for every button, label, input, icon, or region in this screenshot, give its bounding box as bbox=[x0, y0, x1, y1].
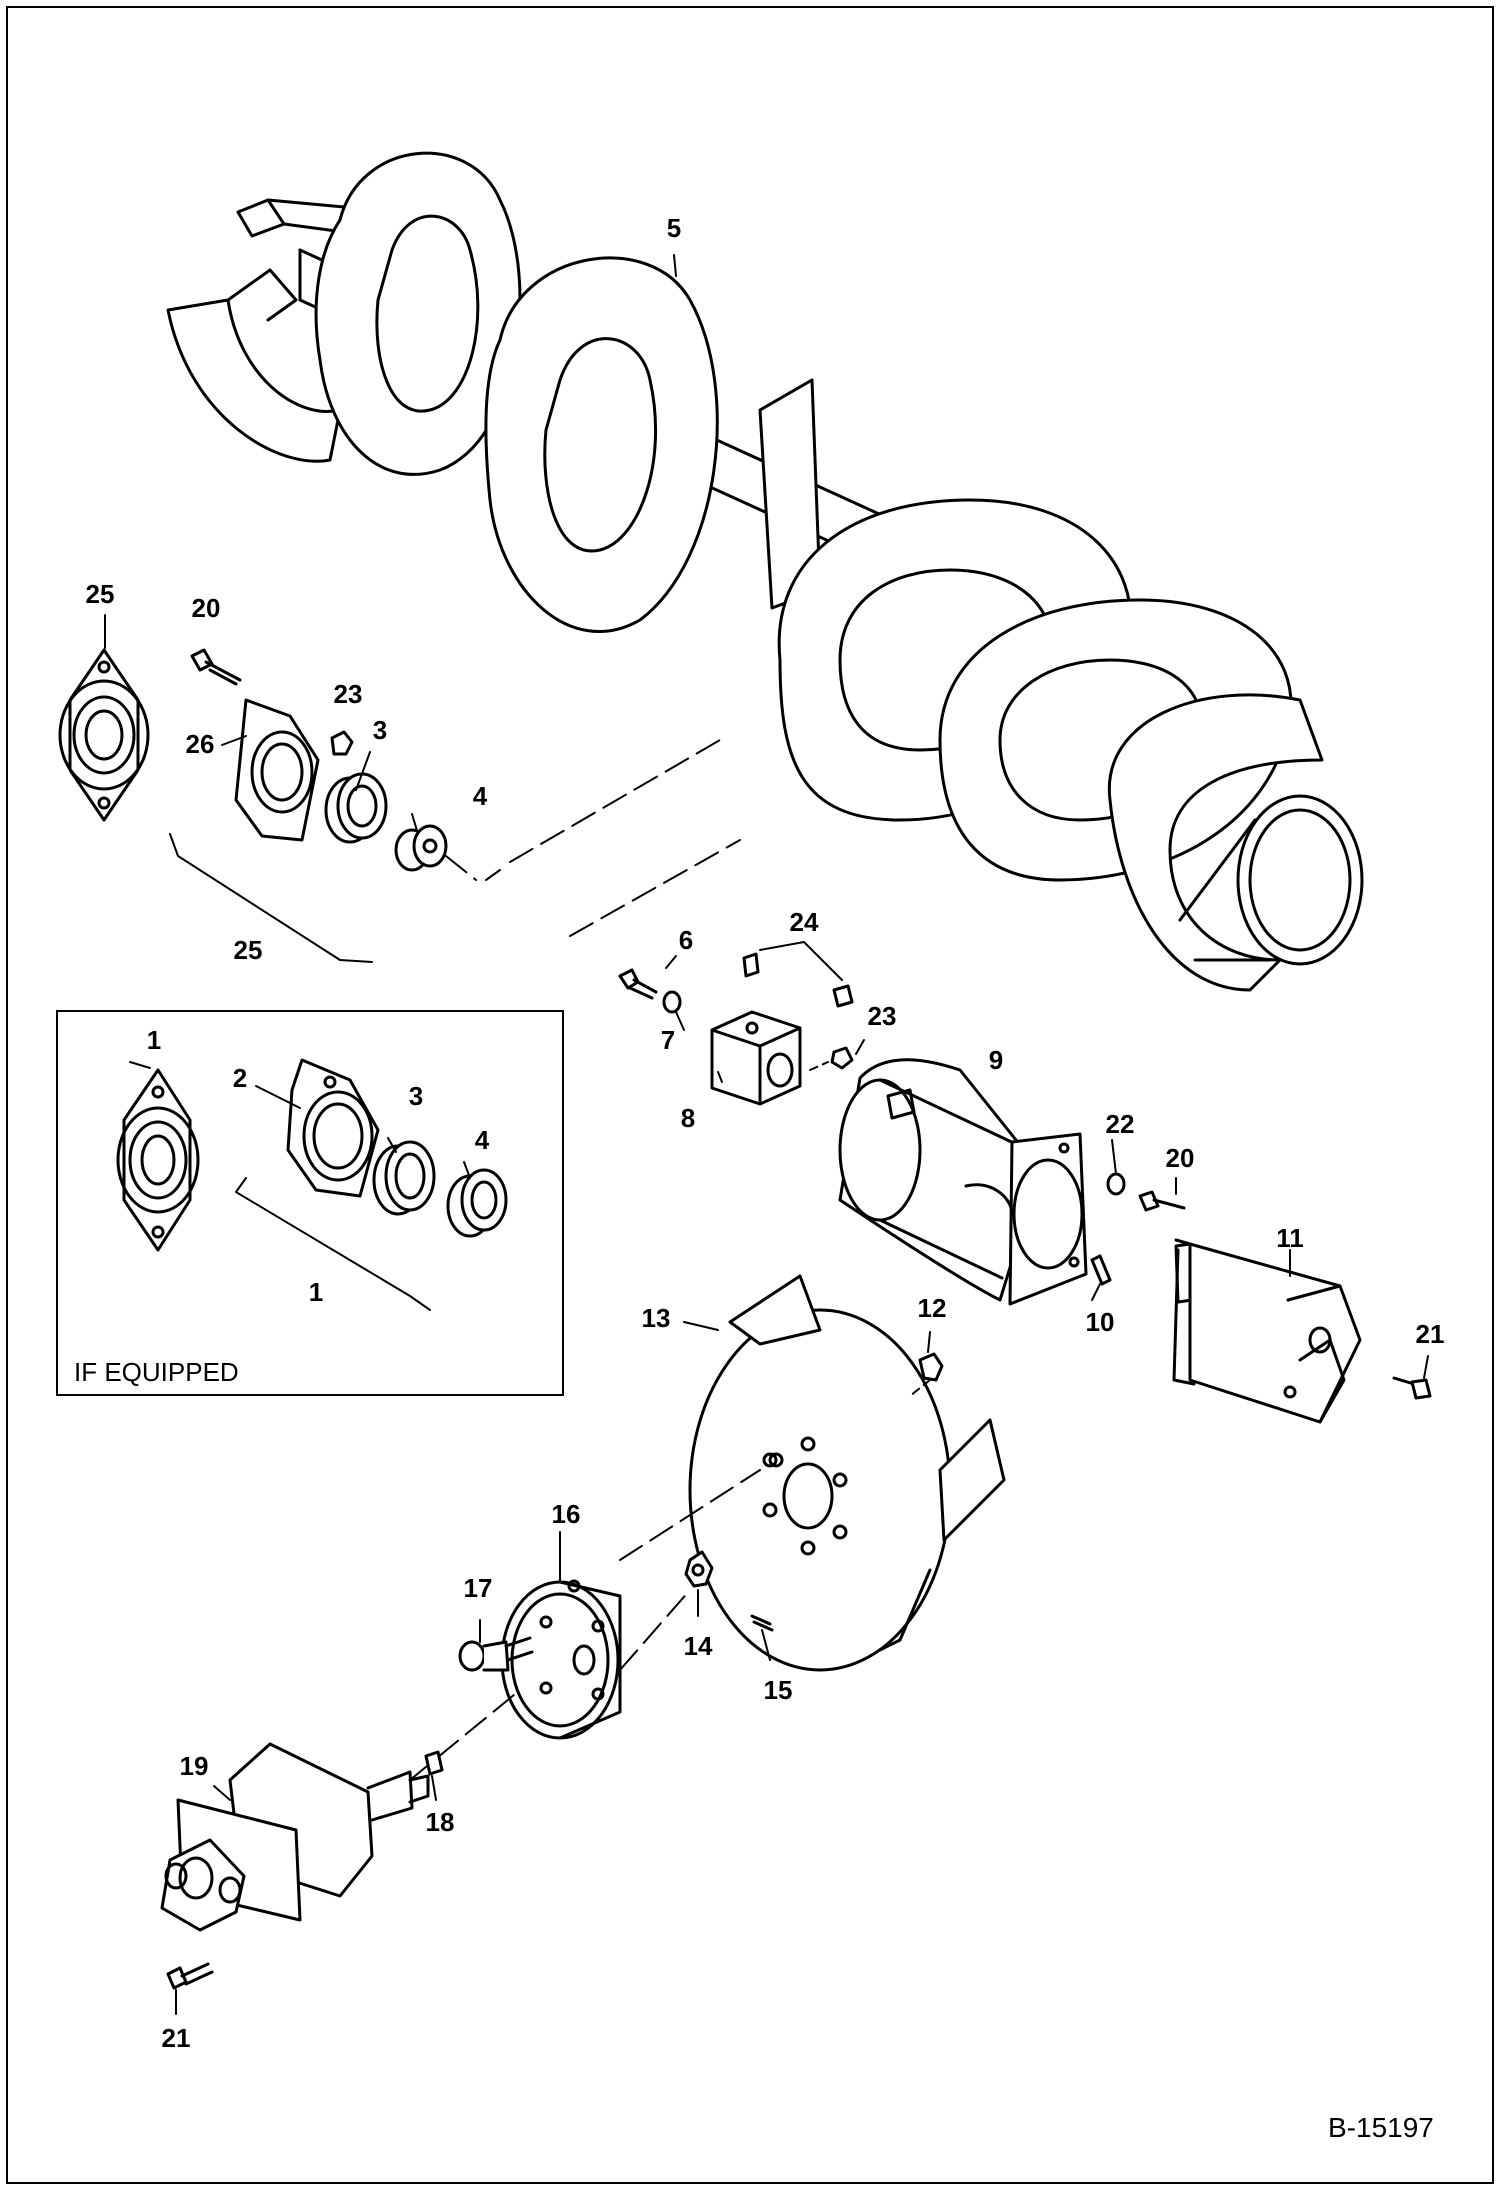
callout-6: 6 bbox=[678, 925, 694, 955]
callout-3-inset: 3 bbox=[408, 1081, 424, 1111]
callout-26: 26 bbox=[185, 729, 215, 759]
callout-20-top: 20 bbox=[191, 593, 221, 623]
callout-19: 19 bbox=[179, 1751, 209, 1781]
diagram-border bbox=[6, 6, 1494, 2184]
drawing-number: B-15197 bbox=[1328, 2112, 1434, 2143]
callout-8: 8 bbox=[680, 1103, 696, 1133]
callout-16: 16 bbox=[551, 1499, 581, 1529]
callout-7: 7 bbox=[660, 1025, 676, 1055]
callout-21-right: 21 bbox=[1415, 1319, 1445, 1349]
callout-4-inset: 4 bbox=[474, 1125, 490, 1155]
callout-3-main: 3 bbox=[372, 715, 388, 745]
auger-assembly bbox=[166, 151, 1364, 992]
callout-23-mid: 23 bbox=[867, 1001, 897, 1031]
callout-22: 22 bbox=[1105, 1109, 1135, 1139]
callout-1-inset-flange: 1 bbox=[146, 1025, 162, 1055]
callout-2: 2 bbox=[232, 1063, 248, 1093]
left-bearing-group bbox=[58, 648, 721, 963]
drive-housing-group bbox=[838, 1058, 1432, 1424]
callout-18: 18 bbox=[425, 1807, 455, 1837]
callout-15: 15 bbox=[763, 1675, 793, 1705]
callout-12: 12 bbox=[917, 1293, 947, 1323]
callout-23-top: 23 bbox=[333, 679, 363, 709]
optional-parts-inset bbox=[56, 1010, 564, 1396]
callout-1-inset-bracket: 1 bbox=[308, 1277, 324, 1307]
callout-9: 9 bbox=[988, 1045, 1004, 1075]
callout-21-bottom: 21 bbox=[161, 2023, 191, 2053]
lower-drive-group bbox=[160, 1274, 1006, 1990]
callout-17: 17 bbox=[463, 1573, 493, 1603]
callout-14: 14 bbox=[683, 1631, 713, 1661]
coupler-group bbox=[569, 839, 854, 1106]
callout-5: 5 bbox=[666, 213, 682, 243]
inset-caption: IF EQUIPPED bbox=[74, 1357, 239, 1387]
callout-25-bracket: 25 bbox=[233, 935, 263, 965]
callout-11: 11 bbox=[1276, 1223, 1304, 1253]
inset-bearing-group bbox=[116, 1058, 508, 1311]
callout-10: 10 bbox=[1085, 1307, 1115, 1337]
callout-25-flange: 25 bbox=[85, 579, 115, 609]
callout-13: 13 bbox=[641, 1303, 671, 1333]
callout-20-right: 20 bbox=[1165, 1143, 1195, 1173]
callout-24: 24 bbox=[789, 907, 819, 937]
leader-lines bbox=[104, 254, 1429, 2015]
callout-4-main: 4 bbox=[472, 781, 488, 811]
